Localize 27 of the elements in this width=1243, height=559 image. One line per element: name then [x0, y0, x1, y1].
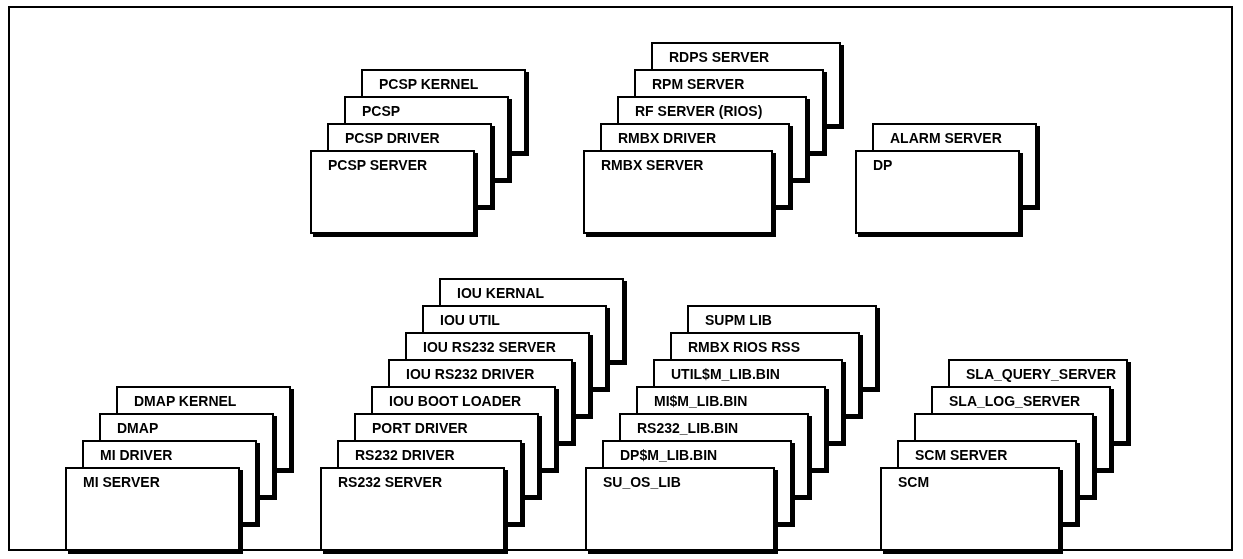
module-name: RDPS SERVER	[653, 44, 839, 69]
module-name: IOU RS232 DRIVER	[390, 361, 571, 386]
module-name: SLA_LOG_SERVER	[933, 388, 1109, 413]
module-name: RMBX DRIVER	[602, 125, 788, 150]
module-name: DMAP KERNEL	[118, 388, 289, 413]
module-name: PCSP DRIVER	[329, 125, 490, 150]
module-name: PCSP KERNEL	[363, 71, 524, 96]
module-name: IOU BOOT LOADER	[373, 388, 554, 413]
module-name: SLA_QUERY_SERVER	[950, 361, 1126, 386]
module-name: UTIL$M_LIB.BIN	[655, 361, 841, 386]
module-name: PCSP	[346, 98, 507, 123]
module-name: RMBX RIOS RSS	[672, 334, 858, 359]
module-name: RS232_LIB.BIN	[621, 415, 807, 440]
module-name: IOU KERNAL	[441, 280, 622, 305]
module-name: IOU RS232 SERVER	[407, 334, 588, 359]
module-name: IOU UTIL	[424, 307, 605, 332]
module-name: RS232 DRIVER	[339, 442, 520, 467]
module-name: MI DRIVER	[84, 442, 255, 467]
module-name: DP$M_LIB.BIN	[604, 442, 790, 467]
module-name: RF SERVER (RIOS)	[619, 98, 805, 123]
module-name: RPM SERVER	[636, 71, 822, 96]
module-name: ALARM SERVER	[874, 125, 1035, 150]
module-name: SUPM LIB	[689, 307, 875, 332]
module-name: MI$M_LIB.BIN	[638, 388, 824, 413]
module-name: DMAP	[101, 415, 272, 440]
module-name: SCM SERVER	[899, 442, 1075, 467]
module-name: PORT DRIVER	[356, 415, 537, 440]
